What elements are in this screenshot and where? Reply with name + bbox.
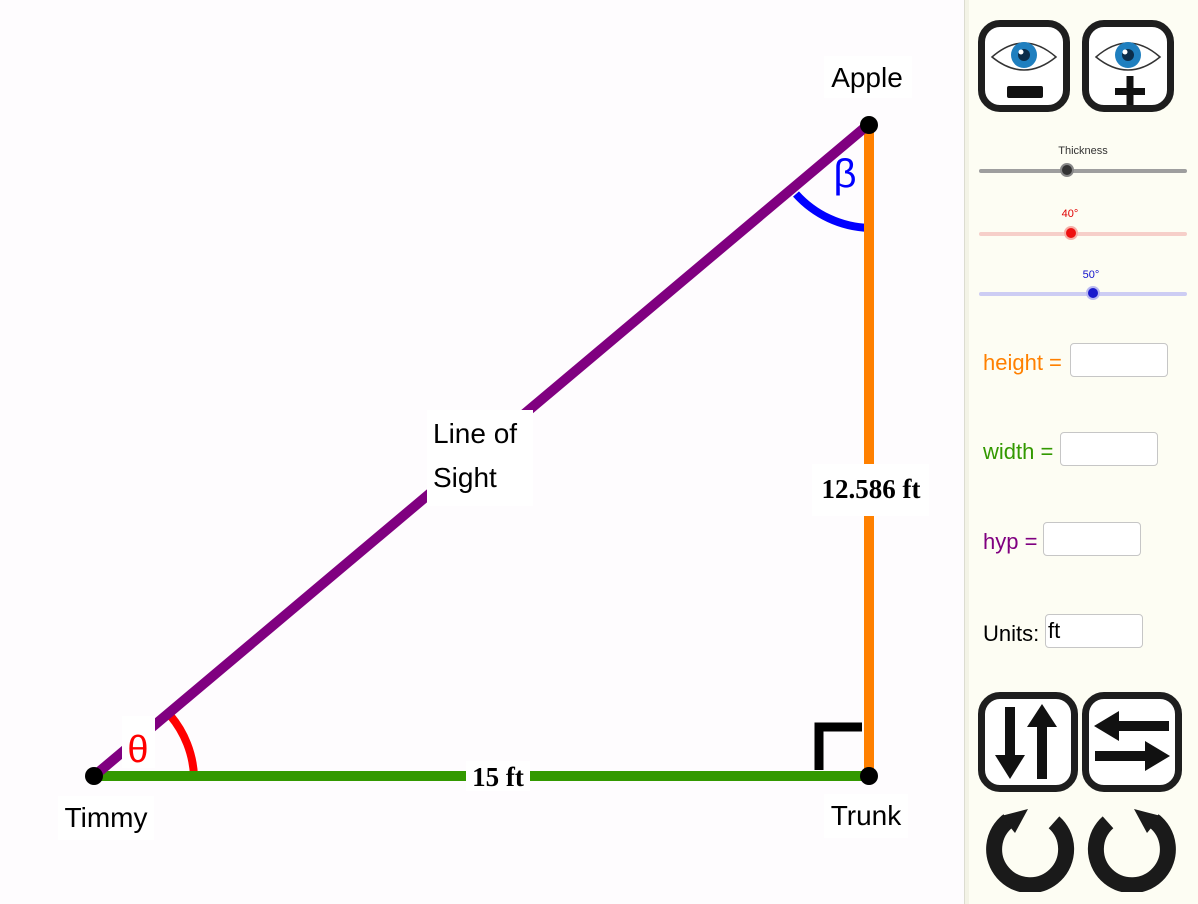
point-timmy-label: Timmy bbox=[65, 802, 148, 833]
hyp-input-label: hyp = bbox=[983, 529, 1038, 554]
point-apple-label: Apple bbox=[831, 62, 903, 93]
thickness-slider-track bbox=[979, 169, 1187, 173]
beta-slider-track bbox=[979, 292, 1187, 296]
thickness-slider-knob[interactable] bbox=[1060, 163, 1075, 177]
zoom-out-button[interactable] bbox=[978, 20, 1070, 112]
theta-label-bg bbox=[122, 716, 155, 768]
point-apple[interactable] bbox=[860, 116, 878, 134]
right-angle-marker bbox=[814, 722, 862, 770]
beta-label: β bbox=[833, 152, 856, 196]
width-value-bg bbox=[466, 761, 530, 791]
height-value-label: 12.586 ft bbox=[822, 474, 921, 504]
point-timmy[interactable] bbox=[85, 767, 103, 785]
point-trunk-label: Trunk bbox=[831, 800, 903, 831]
height-input-label: height = bbox=[983, 350, 1062, 375]
zoom-in-button[interactable] bbox=[1082, 20, 1174, 112]
theta-slider[interactable] bbox=[979, 224, 1187, 244]
flip-horizontal-button[interactable] bbox=[1082, 692, 1182, 792]
thickness-slider-label: Thickness bbox=[1058, 145, 1108, 157]
units-input-label: Units: bbox=[983, 621, 1040, 646]
apple-label-bg bbox=[824, 56, 912, 98]
theta-slider-track bbox=[979, 232, 1187, 236]
width-input[interactable] bbox=[1060, 432, 1158, 466]
timmy-label-bg bbox=[58, 796, 154, 840]
flip-vertical-button[interactable] bbox=[978, 692, 1078, 792]
eye-minus-icon bbox=[990, 42, 1058, 98]
swap-vertical-icon bbox=[995, 704, 1057, 779]
rotate-right-button[interactable] bbox=[1084, 806, 1180, 894]
theta-angle-arc bbox=[167, 712, 198, 777]
beta-angle-arc bbox=[793, 191, 870, 232]
height-input[interactable] bbox=[1070, 343, 1168, 377]
beta-slider[interactable] bbox=[979, 284, 1187, 304]
rotate-left-button[interactable] bbox=[982, 806, 1078, 894]
line-of-sight-label-line1: Line of bbox=[433, 418, 517, 449]
theta-slider-knob[interactable] bbox=[1064, 226, 1079, 240]
eye-plus-icon bbox=[1094, 42, 1162, 105]
trunk-label-bg bbox=[824, 794, 908, 838]
triangle-diagram: θ β Line of Sight 12.586 ft 15 ft Apple … bbox=[58, 56, 929, 840]
thickness-slider[interactable] bbox=[979, 161, 1187, 181]
line-of-sight-label-bg bbox=[427, 410, 533, 506]
point-trunk[interactable] bbox=[860, 767, 878, 785]
rotate-left-icon bbox=[986, 809, 1075, 894]
width-input-label: width = bbox=[983, 439, 1054, 464]
beta-slider-label: 50° bbox=[1082, 269, 1100, 281]
height-value-bg bbox=[812, 464, 929, 516]
beta-slider-knob[interactable] bbox=[1085, 286, 1100, 300]
units-input[interactable] bbox=[1045, 614, 1143, 648]
swap-horizontal-icon bbox=[1094, 711, 1170, 771]
theta-slider-label: 40° bbox=[1061, 208, 1079, 220]
width-value-label: 15 ft bbox=[472, 762, 524, 792]
hyp-input[interactable] bbox=[1043, 522, 1141, 556]
rotate-right-icon bbox=[1087, 809, 1176, 894]
line-of-sight-label-line2: Sight bbox=[433, 462, 497, 493]
theta-label: θ bbox=[127, 729, 148, 771]
